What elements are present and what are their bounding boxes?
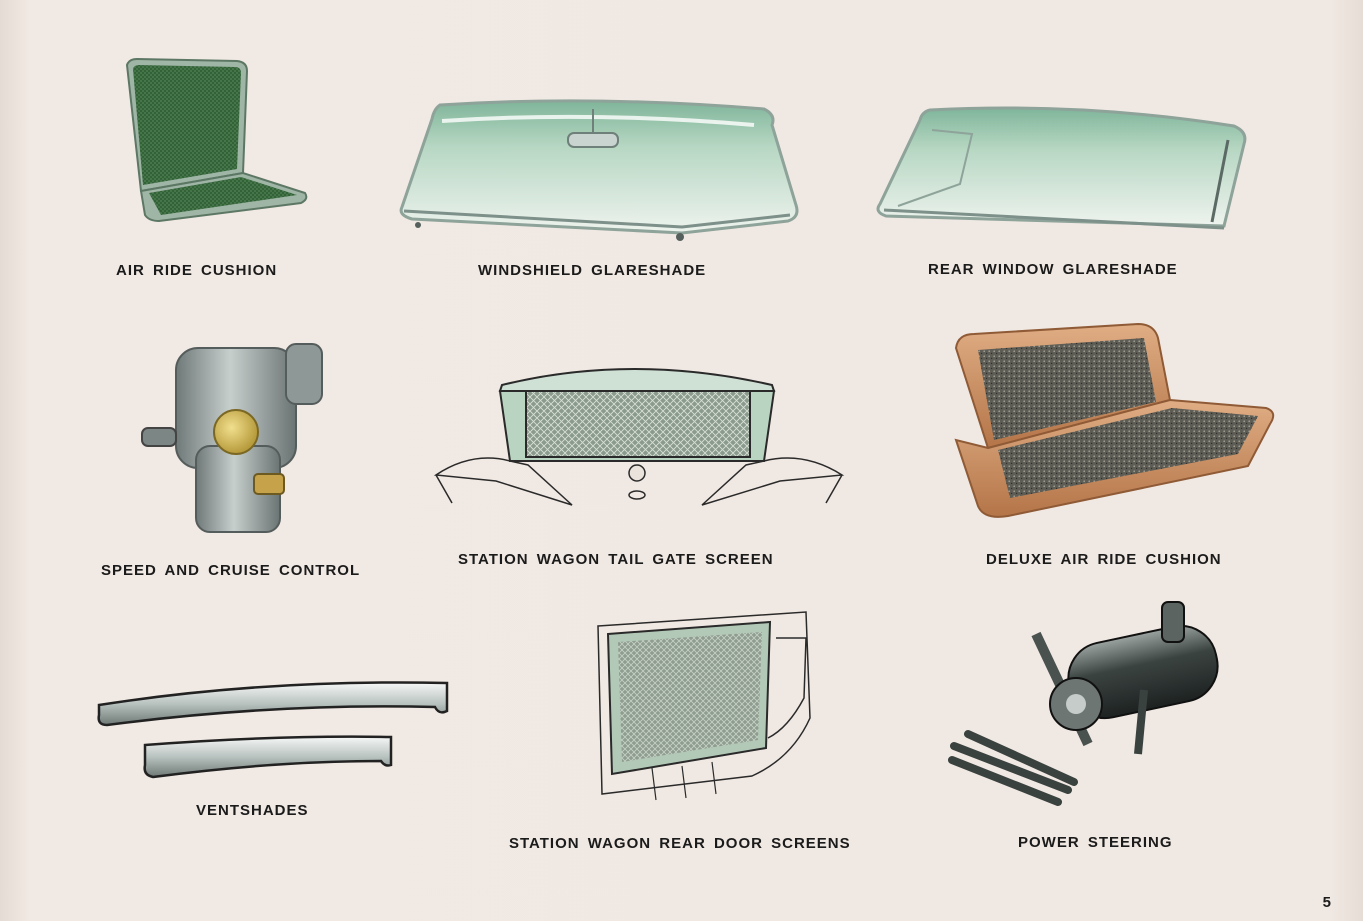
speed-and-cruise-control-illustration — [141, 343, 323, 533]
station-wagon-tail-gate-screen-illustration — [433, 368, 845, 506]
power-steering-caption: POWER STEERING — [1018, 834, 1173, 851]
station-wagon-rear-door-screens-illustration — [597, 611, 811, 801]
air-ride-cushion-caption: AIR RIDE CUSHION — [116, 262, 278, 279]
ventshades-illustration — [97, 681, 449, 779]
rear-window-glareshade-caption: REAR WINDOW GLARESHADE — [928, 261, 1178, 278]
windshield-glareshade-illustration — [399, 99, 799, 241]
station-wagon-rear-door-screens-caption: STATION WAGON REAR DOOR SCREENS — [509, 835, 851, 852]
windshield-glareshade-caption: WINDSHIELD GLARESHADE — [478, 262, 707, 279]
station-wagon-tail-gate-screen-caption: STATION WAGON TAIL GATE SCREEN — [458, 551, 774, 568]
speed-and-cruise-control-caption: SPEED AND CRUISE CONTROL — [101, 562, 361, 579]
page-number: 5 — [1322, 894, 1331, 911]
ventshades-caption: VENTSHADES — [196, 802, 309, 819]
power-steering-illustration — [948, 601, 1219, 806]
deluxe-air-ride-cushion-illustration — [954, 322, 1275, 518]
rear-window-glareshade-illustration — [876, 106, 1247, 230]
deluxe-air-ride-cushion-caption: DELUXE AIR RIDE CUSHION — [986, 551, 1222, 568]
air-ride-cushion-illustration — [125, 57, 308, 223]
